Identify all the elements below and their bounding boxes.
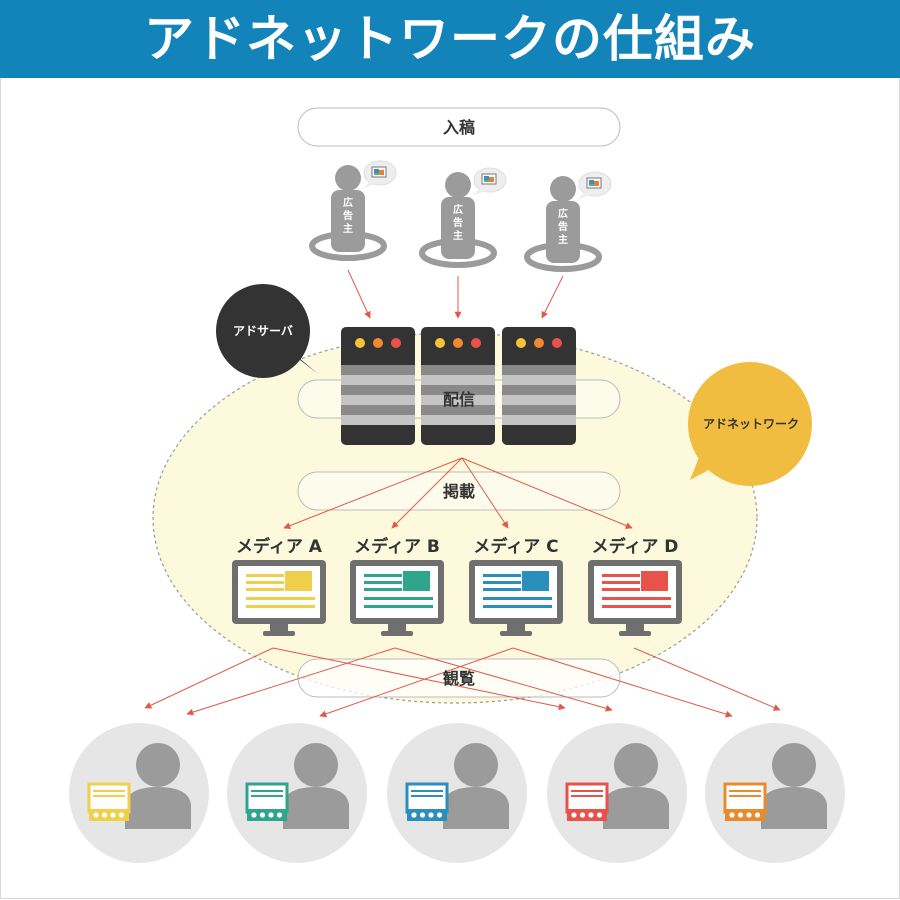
media-sites: メディア A メディア B メディア C メディア D bbox=[232, 536, 682, 636]
media-site: メディア B bbox=[350, 536, 444, 636]
advertiser-label: 主 bbox=[343, 222, 353, 235]
viewer-avatar-icon bbox=[443, 743, 509, 829]
viewer bbox=[69, 723, 209, 863]
advertiser-person-icon bbox=[441, 197, 475, 259]
viewer bbox=[705, 723, 845, 863]
step-submission: 入稿 bbox=[297, 107, 621, 147]
ad-image-icon bbox=[481, 173, 497, 185]
media-site: メディア C bbox=[469, 536, 563, 636]
advertiser-label: 告 bbox=[453, 216, 463, 229]
viewer-avatar-icon bbox=[125, 743, 191, 829]
monitor-icon bbox=[232, 560, 326, 636]
ad-servers bbox=[341, 327, 576, 445]
viewer bbox=[227, 723, 367, 863]
step-placement-label: 掲載 bbox=[443, 482, 475, 501]
viewer-avatar-icon bbox=[761, 743, 827, 829]
advertiser: 広告主 bbox=[309, 160, 397, 261]
ad-card-icon bbox=[87, 782, 131, 821]
ad-card-icon bbox=[245, 782, 289, 821]
submission-arrows bbox=[347, 269, 564, 319]
step-submission-label: 入稿 bbox=[443, 118, 475, 137]
ad-network-label: アドネットワーク bbox=[703, 417, 799, 431]
title-bar bbox=[0, 0, 900, 78]
step-viewing-label: 観覧 bbox=[443, 669, 475, 688]
media-site: メディア A bbox=[232, 536, 326, 636]
viewer bbox=[387, 723, 527, 863]
step-placement bbox=[297, 471, 621, 511]
advertiser-label: 告 bbox=[558, 220, 568, 233]
monitor-icon bbox=[469, 560, 563, 636]
ad-image-icon bbox=[371, 166, 387, 178]
ad-card-icon bbox=[723, 782, 767, 821]
advertiser-label: 広 bbox=[343, 196, 353, 209]
ad-network-bubble: アドネットワーク bbox=[688, 362, 812, 486]
advertiser-label: 告 bbox=[343, 209, 353, 222]
media-label: メディア A bbox=[236, 536, 323, 557]
viewing-arrows bbox=[144, 647, 781, 718]
ad-server-label: アドサーバ bbox=[233, 324, 293, 338]
step-viewing bbox=[297, 658, 621, 698]
viewers bbox=[69, 723, 845, 863]
ad-image-icon bbox=[586, 177, 602, 189]
advertiser: 広告主 bbox=[419, 167, 507, 268]
advertiser: 広告主 bbox=[524, 171, 612, 272]
server-icon bbox=[421, 327, 495, 445]
ad-server-bubble: アドサーバ bbox=[216, 284, 318, 378]
advertiser-label: 主 bbox=[558, 233, 568, 246]
media-label: メディア D bbox=[592, 536, 679, 557]
viewer-avatar-icon bbox=[603, 743, 669, 829]
monitor-icon bbox=[350, 560, 444, 636]
advertiser-label: 主 bbox=[453, 229, 463, 242]
ad-card-icon bbox=[565, 782, 609, 821]
advertiser-person-icon bbox=[546, 201, 580, 263]
ad-card-icon bbox=[405, 782, 449, 821]
media-label: メディア B bbox=[354, 536, 440, 557]
advertiser-person-icon bbox=[331, 190, 365, 252]
step-delivery-label: 配信 bbox=[443, 390, 475, 409]
viewer-avatar-icon bbox=[283, 743, 349, 829]
placement-arrows bbox=[283, 457, 633, 529]
page-title: アドネットワークの仕組み bbox=[144, 10, 756, 68]
media-label: メディア C bbox=[473, 536, 558, 557]
advertiser-label: 広 bbox=[453, 203, 463, 216]
advertiser-label: 広 bbox=[558, 207, 568, 220]
server-icon bbox=[341, 327, 415, 445]
monitor-icon bbox=[588, 560, 682, 636]
server-icon bbox=[502, 327, 576, 445]
viewer bbox=[547, 723, 687, 863]
media-site: メディア D bbox=[588, 536, 682, 636]
